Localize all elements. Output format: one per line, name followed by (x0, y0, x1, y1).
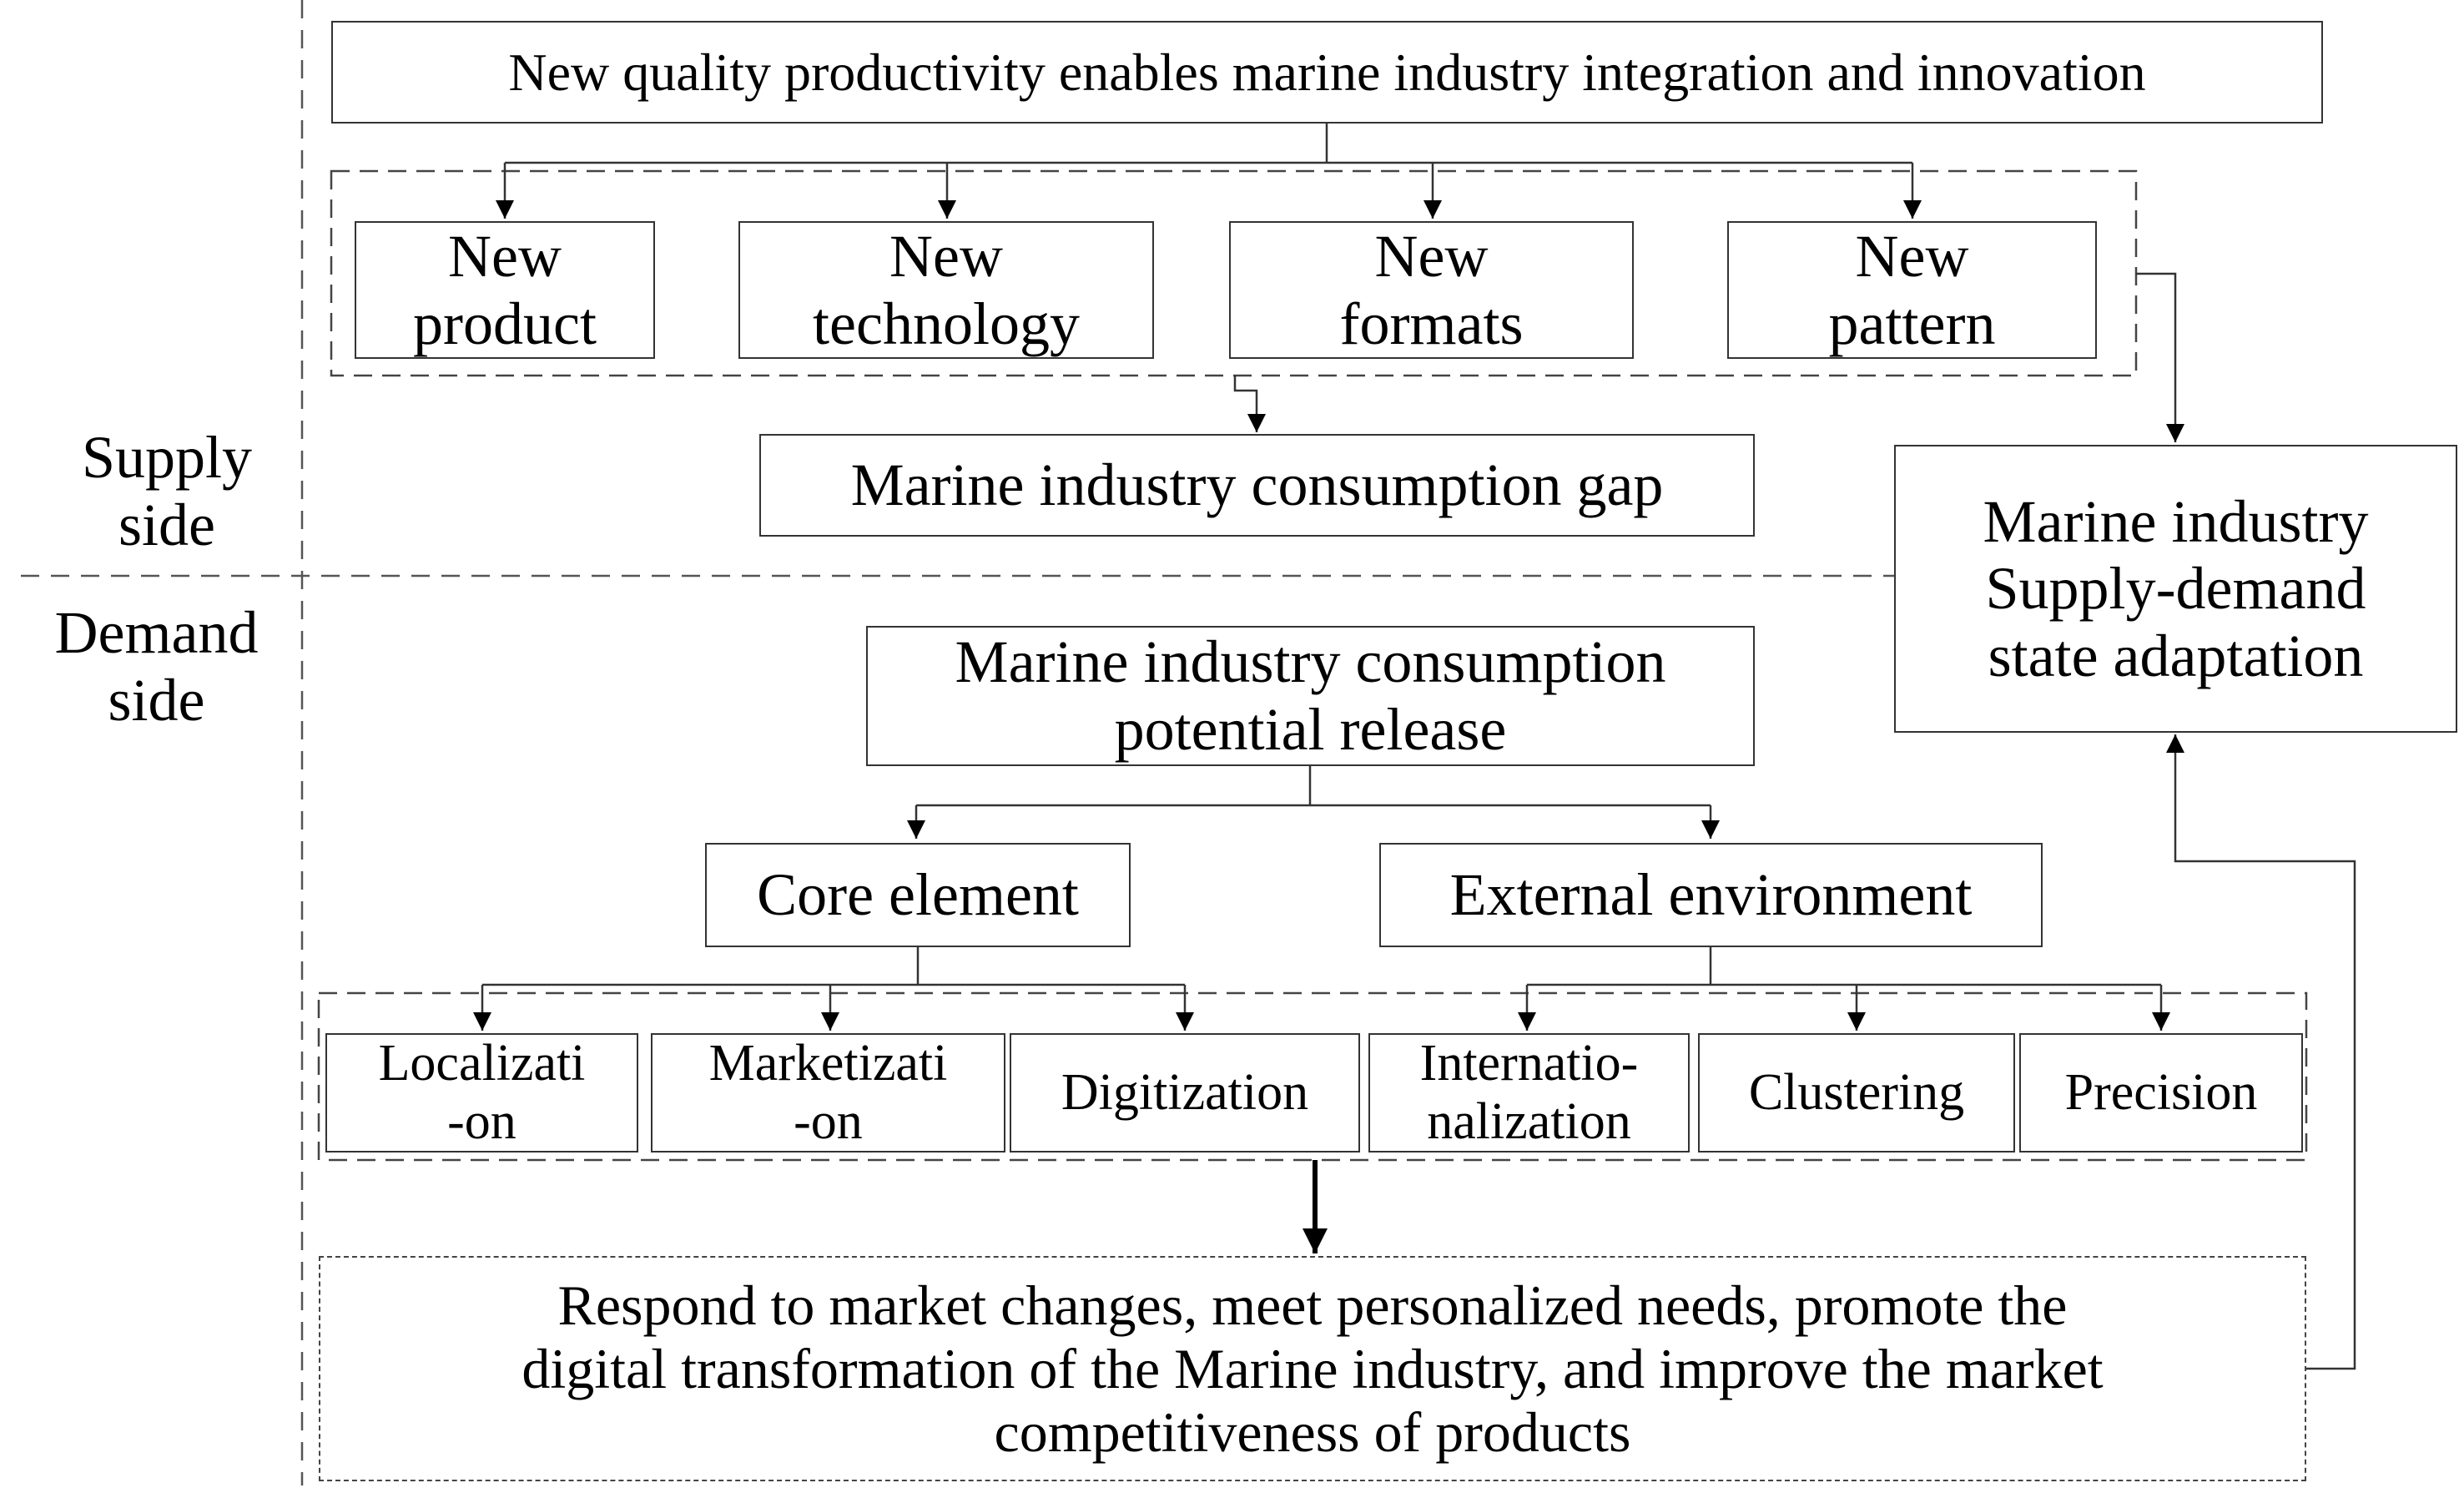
new-formats-text: New formats (1339, 222, 1524, 357)
localization-text: Localizati -on (378, 1035, 586, 1150)
demand-side-label: Demand side (54, 599, 259, 734)
core-element-text: Core element (757, 861, 1079, 929)
outcome-text: Respond to market changes, meet personal… (522, 1273, 2104, 1465)
arrow-feedback-to-adaptation (2166, 734, 2356, 1370)
arrow-to-adaptation (2136, 272, 2184, 442)
supply-side-label: Supply side (81, 424, 253, 558)
adaptation-node: Marine industry Supply-demand state adap… (1894, 445, 2457, 733)
consumption-gap-node: Marine industry consumption gap (759, 434, 1755, 537)
new-pattern-text: New pattern (1828, 222, 1996, 357)
top-node-text: New quality productivity enables marine … (508, 42, 2146, 102)
digitization-node: Digitization (1010, 1033, 1360, 1153)
digitization-text: Digitization (1061, 1063, 1309, 1121)
new-product-text: New product (413, 222, 597, 357)
outcome-node: Respond to market changes, meet personal… (319, 1256, 2306, 1481)
precision-node: Precision (2019, 1033, 2303, 1153)
core-element-node: Core element (705, 843, 1131, 947)
top-node: New quality productivity enables marine … (331, 21, 2323, 124)
potential-release-node: Marine industry consumption potential re… (866, 626, 1755, 766)
potential-release-text: Marine industry consumption potential re… (955, 628, 1666, 763)
internationalization-node: Internatio- nalization (1368, 1033, 1690, 1153)
new-formats-node: New formats (1229, 221, 1634, 359)
marketization-text: Marketizati -on (708, 1035, 948, 1150)
new-technology-text: New technology (813, 222, 1080, 357)
clustering-text: Clustering (1748, 1063, 1965, 1121)
internationalization-text: Internatio- nalization (1419, 1035, 1639, 1150)
elements-group (317, 991, 2308, 1162)
precision-text: Precision (2064, 1063, 2258, 1121)
new-technology-node: New technology (738, 221, 1154, 359)
external-environment-text: External environment (1449, 861, 1973, 929)
consumption-gap-text: Marine industry consumption gap (850, 451, 1664, 519)
adaptation-text: Marine industry Supply-demand state adap… (1983, 487, 2369, 689)
new-pattern-node: New pattern (1727, 221, 2097, 359)
marketization-node: Marketizati -on (651, 1033, 1005, 1153)
clustering-node: Clustering (1698, 1033, 2015, 1153)
external-environment-node: External environment (1379, 843, 2043, 947)
arrow-to-consumption-gap (1233, 376, 1266, 432)
localization-node: Localizati -on (325, 1033, 638, 1153)
new-product-node: New product (355, 221, 655, 359)
